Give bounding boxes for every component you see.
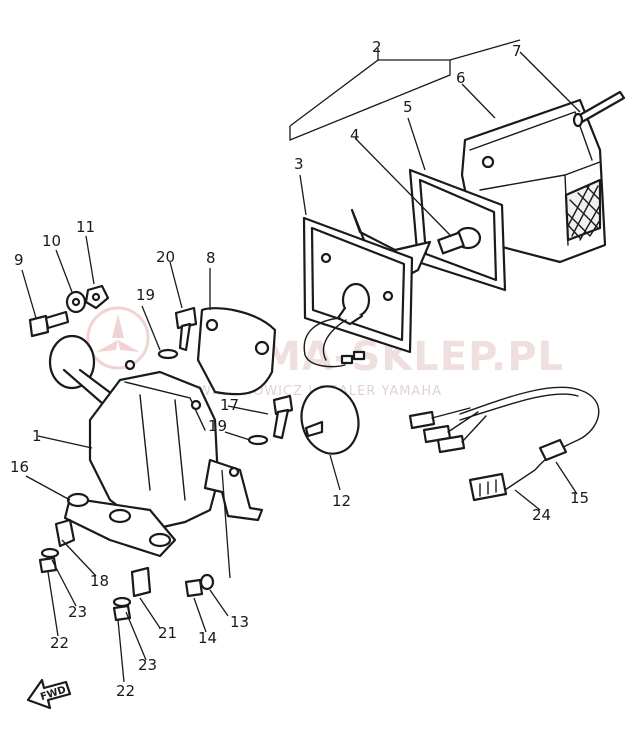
part-7-screw xyxy=(572,90,626,128)
fwd-direction-arrow: FWD xyxy=(26,678,72,710)
socket-assembly xyxy=(303,282,371,368)
callout-24: 24 xyxy=(532,506,551,524)
callout-19-upper: 19 xyxy=(136,286,155,304)
part-18-spacer xyxy=(54,518,76,548)
callout-1: 1 xyxy=(32,427,42,445)
part-19-washer-lower xyxy=(247,434,269,446)
callout-13: 13 xyxy=(230,613,249,631)
callout-10: 10 xyxy=(42,232,61,250)
yamaha-logo-icon xyxy=(86,306,150,370)
callout-5: 5 xyxy=(403,98,413,116)
part-9-bolt xyxy=(28,310,70,338)
lens-reflector-grid xyxy=(564,178,602,242)
part-12-reflector xyxy=(300,385,360,455)
callout-8: 8 xyxy=(206,249,216,267)
callout-labels: 1 2 3 4 5 6 7 8 9 10 11 12 13 14 15 16 1… xyxy=(10,38,589,700)
harness-connectors xyxy=(408,407,487,454)
part-17-bolt xyxy=(272,394,294,440)
part-15-harness xyxy=(408,386,600,502)
part-22-nut-right xyxy=(112,604,132,622)
callout-7: 7 xyxy=(512,42,522,60)
part-1-bracket xyxy=(48,334,264,532)
callout-17: 17 xyxy=(220,396,239,414)
part-14-nut xyxy=(184,578,204,598)
part-23-washer-left xyxy=(40,547,60,559)
part-5-gasket xyxy=(408,168,507,292)
callout-12: 12 xyxy=(332,492,351,510)
part-10-washer xyxy=(65,290,87,314)
part-16-bar xyxy=(63,492,177,558)
callout-3: 3 xyxy=(294,155,304,173)
callout-6: 6 xyxy=(456,69,466,87)
part-4-bulb xyxy=(437,226,482,255)
part-19-washer-upper xyxy=(157,348,179,360)
part-13-washer xyxy=(199,573,215,591)
callout-23-left: 23 xyxy=(68,603,87,621)
callout-15: 15 xyxy=(570,489,589,507)
callout-22-right: 22 xyxy=(116,682,135,700)
part-23-washer-right xyxy=(112,596,132,608)
callout-2: 2 xyxy=(372,38,382,56)
leader-lines xyxy=(21,39,581,683)
callout-21: 21 xyxy=(158,624,177,642)
callout-19-lower: 19 xyxy=(208,417,227,435)
callout-18: 18 xyxy=(90,572,109,590)
callout-9: 9 xyxy=(14,251,24,269)
callout-14: 14 xyxy=(198,629,217,647)
part-11-nut xyxy=(84,284,110,310)
callout-16: 16 xyxy=(10,458,29,476)
callout-20: 20 xyxy=(156,248,175,266)
callout-11: 11 xyxy=(76,218,95,236)
part-22-nut-left xyxy=(38,556,58,574)
part-8-plate xyxy=(196,307,277,396)
part-20-bolt xyxy=(174,306,198,352)
part-3-base xyxy=(302,208,432,368)
callout-22-left: 22 xyxy=(50,634,69,652)
callout-23-right: 23 xyxy=(138,656,157,674)
part-21-spacer xyxy=(130,566,152,598)
callout-4: 4 xyxy=(350,126,360,144)
